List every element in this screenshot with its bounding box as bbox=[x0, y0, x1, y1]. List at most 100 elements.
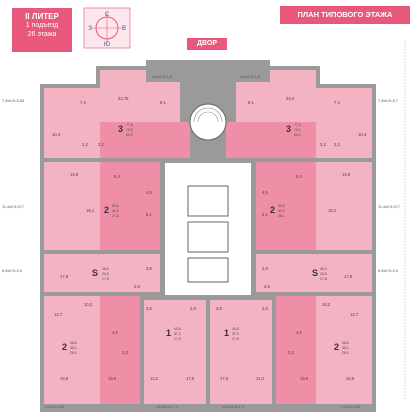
balcony-bot-l: 14,2х0,5=7,1 bbox=[156, 405, 178, 409]
apt-tl-room-a bbox=[44, 88, 100, 158]
apt-sl-area-c: 17,8 bbox=[102, 277, 109, 281]
apt-mr-area-b: 42,0 bbox=[278, 209, 285, 213]
apt-ml-room-a bbox=[44, 162, 100, 250]
apt-br-type: 2 bbox=[334, 342, 339, 352]
room-ml-1: 6,4 bbox=[114, 174, 120, 179]
room-b1a-3: 3,9 bbox=[190, 306, 196, 311]
apt-tl-area-c: 50,0 bbox=[126, 133, 133, 137]
stair-core bbox=[163, 103, 253, 297]
room-bl-1: 12,7 bbox=[54, 312, 63, 317]
plan-title: ПЛАН ТИПОВОГО ЭТАЖА bbox=[280, 6, 410, 24]
spiral-stair-icon bbox=[189, 103, 227, 141]
balcony-left-top: 7,3х0,5=3,65 bbox=[2, 99, 24, 103]
room-br-3: 16,9 bbox=[346, 376, 355, 381]
apt-sl-area-a: 26,0 bbox=[102, 267, 109, 271]
room-br-1: 12,7 bbox=[350, 312, 359, 317]
apt-tl-area-b: 72,5 bbox=[126, 128, 133, 132]
apt-b1a-area-c: 17,5 bbox=[174, 337, 181, 341]
apt-bl-area-b: 45,1 bbox=[70, 346, 77, 350]
balcony-right-mid: 11,4х0,5=5,7 bbox=[378, 205, 400, 209]
room-mr-0: 6,4 bbox=[296, 174, 302, 179]
apt-mr-room-a bbox=[316, 162, 372, 250]
room-mr-2: 18,1 bbox=[328, 208, 337, 213]
balcony-right-top: 7,3х0,5=3,7 bbox=[378, 99, 398, 103]
apt-mr-area-c: 28,1 bbox=[278, 214, 285, 218]
room-tr-2: 7,4 bbox=[334, 100, 340, 105]
room-tr-5: 10,4 bbox=[358, 132, 367, 137]
apt-tl-area-a: 77,5 bbox=[126, 123, 133, 127]
room-sl-0: 17,9 bbox=[60, 274, 69, 279]
elevator-2 bbox=[187, 221, 229, 253]
building-badge: II ЛИТЕР 1 подъезд 26 этажа bbox=[12, 8, 72, 52]
apt-bl-area-a: 46,8 bbox=[70, 341, 77, 345]
apt-br-room-b bbox=[276, 296, 316, 404]
room-bl-3: 19,9 bbox=[60, 376, 69, 381]
side-note bbox=[404, 40, 406, 400]
apt-sl-type: S bbox=[92, 268, 98, 278]
apt-sr-area-b: 24,5 bbox=[320, 272, 327, 276]
room-sl-2: 3,9 bbox=[146, 266, 152, 271]
apt-ml-area-a: 53,6 bbox=[112, 204, 119, 208]
room-tl-2: 9,1 bbox=[160, 100, 166, 105]
apt-br-area-c: 28,0 bbox=[342, 351, 349, 355]
balcony-left-mid: 11,4х0,5=5,7 bbox=[2, 205, 24, 209]
room-br-2: 4,6 bbox=[296, 330, 302, 335]
apt-bl-type: 2 bbox=[62, 342, 67, 352]
room-b1b-2: 11,0 bbox=[256, 376, 265, 381]
apt-br-area-b: 45,1 bbox=[342, 346, 349, 350]
apt-tr-area-c: 50,0 bbox=[294, 133, 301, 137]
apt-tr-area-b: 72,4 bbox=[294, 128, 301, 132]
apt-ml-area-b: 42,0 bbox=[112, 209, 119, 213]
litera-label: II ЛИТЕР bbox=[25, 12, 59, 21]
apt-ml-area-c: 27,8 bbox=[112, 214, 119, 218]
balcony-top-l: 3,6х0,5=1,8 bbox=[152, 75, 172, 79]
room-b1a-1: 11,0 bbox=[150, 376, 159, 381]
room-sr-1: 2,8 bbox=[264, 284, 270, 289]
room-bl-5: 2,3 bbox=[122, 350, 128, 355]
apt-br-room-a bbox=[316, 296, 372, 404]
apt-b1a-area-a: 40,5 bbox=[174, 327, 181, 331]
apt-sl-room bbox=[44, 254, 160, 292]
balcony-top-r: 3,6х0,5=1,8 bbox=[240, 75, 260, 79]
room-b1b-0: 3,9 bbox=[216, 306, 222, 311]
room-br-5: 2,3 bbox=[288, 350, 294, 355]
room-areas: 7,4 32,75 9,1 10,4 2,2 3,2 9,1 33,4 7,4 … bbox=[52, 96, 367, 381]
elevator-1 bbox=[187, 185, 229, 217]
entrance-label: 1 подъезд bbox=[25, 22, 59, 29]
room-br-4: 19,5 bbox=[300, 376, 309, 381]
apt-bl-area-c: 28,0 bbox=[70, 351, 77, 355]
room-tr-1: 33,4 bbox=[286, 96, 295, 101]
floors-label: 26 этажа bbox=[27, 31, 57, 38]
apt-tr-area-a: 77,3 bbox=[294, 123, 301, 127]
apt-tl-room-d bbox=[100, 122, 190, 158]
compass-south: Ю bbox=[104, 42, 110, 48]
balcony-right-s: 6,9х0,5=3,5 bbox=[378, 269, 398, 273]
room-ml-2: 18,1 bbox=[86, 208, 95, 213]
room-tl-1: 32,75 bbox=[118, 96, 129, 101]
apt-b1a-area-b: 37,2 bbox=[174, 332, 181, 336]
room-tr-4: 2,2 bbox=[334, 142, 340, 147]
room-bl-4: 19,5 bbox=[108, 376, 117, 381]
compass-west: З bbox=[88, 26, 92, 32]
apt-tl-room-c bbox=[146, 82, 180, 122]
apt-sl-area-b: 24,5 bbox=[102, 272, 109, 276]
apt-mr-type: 2 bbox=[270, 205, 275, 215]
balcony-bot-r: 14,2х0,5=7,1 bbox=[222, 405, 244, 409]
room-b1a-0: 3,6 bbox=[146, 306, 152, 311]
apt-sr-room bbox=[256, 254, 372, 292]
apt-bl-room-a bbox=[44, 296, 100, 404]
apt-bl-room-b bbox=[100, 296, 140, 404]
apt-mr-room-b bbox=[256, 162, 316, 250]
apt-tr-room-a bbox=[316, 88, 372, 158]
room-sl-1: 2,8 bbox=[134, 284, 140, 289]
elevator-3 bbox=[187, 257, 229, 283]
apartment-fills bbox=[44, 70, 372, 404]
apt-tr-type: 3 bbox=[286, 124, 291, 134]
apt-b1b-area-a: 40,5 bbox=[232, 327, 239, 331]
apt-b1a-type: 1 bbox=[166, 328, 171, 338]
apt-b1b-area-b: 37,2 bbox=[232, 332, 239, 336]
apt-b1b-type: 1 bbox=[224, 328, 229, 338]
compass-north: С bbox=[105, 12, 110, 18]
compass-east: В bbox=[122, 26, 126, 32]
room-ml-3: 4,5 bbox=[146, 190, 152, 195]
